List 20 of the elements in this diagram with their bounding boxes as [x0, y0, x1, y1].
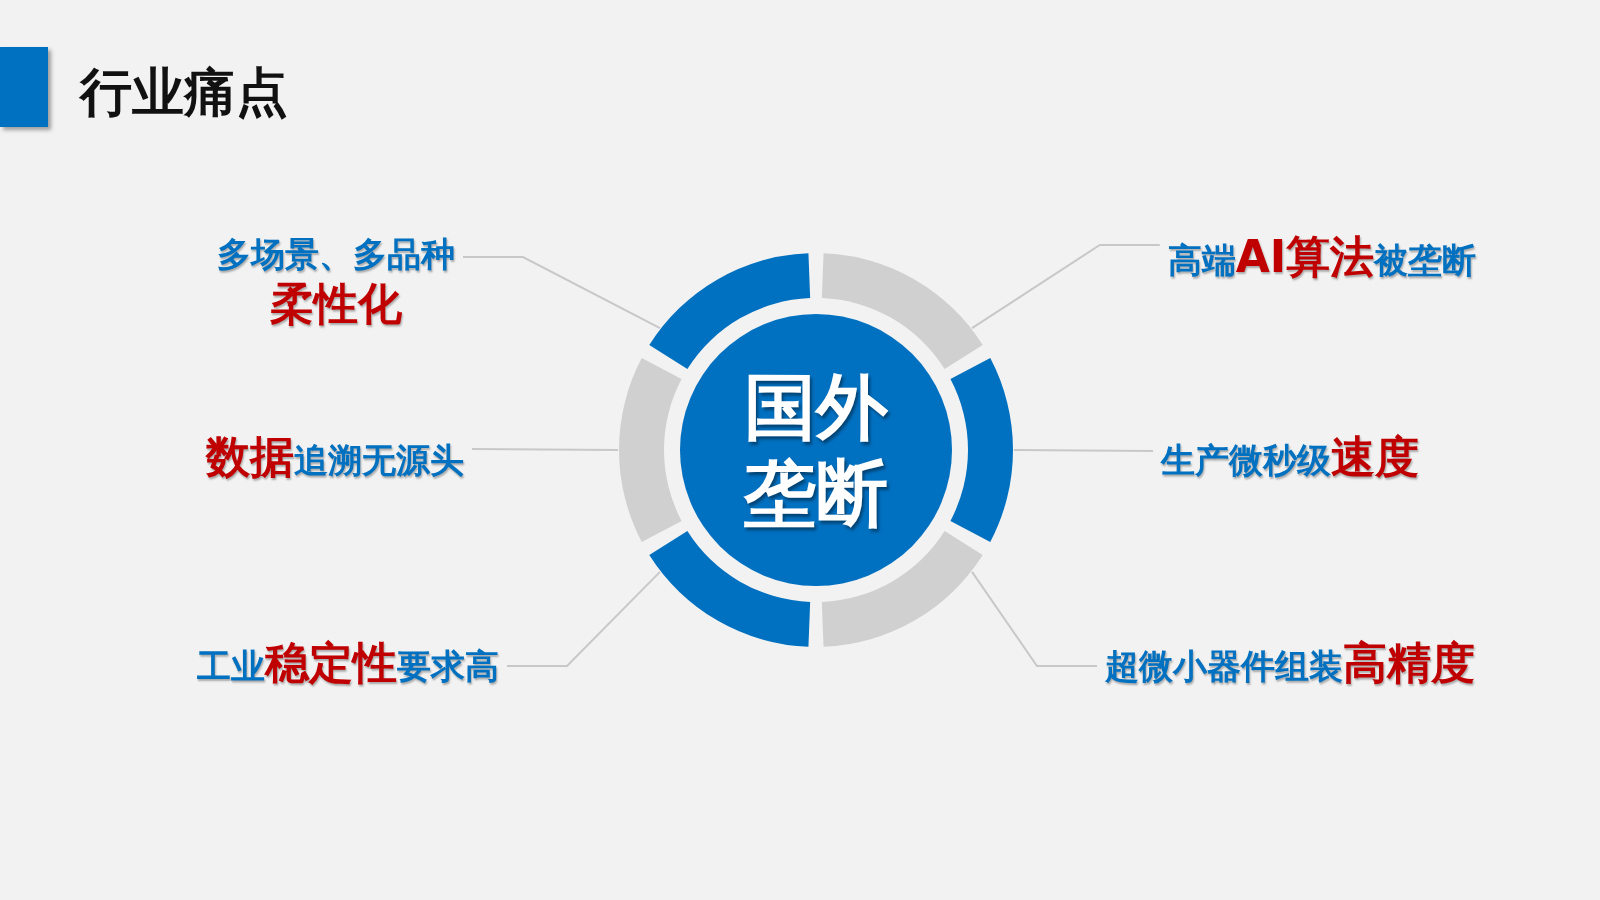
pain-point-text: 工业稳定性要求高	[197, 634, 499, 690]
pain-point-text: 高端AI算法被垄断	[1167, 228, 1477, 284]
pain-point-text: 数据追溯无源头	[206, 428, 464, 484]
leader-line	[971, 244, 1161, 330]
ring-segment	[649, 531, 811, 647]
pain-point-text: 生产微秒级速度	[1161, 428, 1419, 484]
center-text: 国外垄断	[742, 363, 889, 537]
ring-segment	[821, 253, 983, 369]
leader-line	[462, 256, 661, 330]
ring-segment	[619, 358, 682, 542]
leader-line	[971, 570, 1098, 667]
leader-line	[506, 570, 661, 667]
leader-line	[471, 448, 619, 451]
ring-segment	[950, 358, 1013, 542]
pain-point-text: 多场景、多品种柔性化	[217, 233, 455, 331]
ring-segment	[649, 253, 811, 369]
ring-segment	[821, 531, 983, 647]
pain-point-text: 超微小器件组装高精度	[1105, 634, 1475, 690]
leader-line	[1013, 449, 1154, 452]
slide-title: 行业痛点	[80, 61, 288, 124]
